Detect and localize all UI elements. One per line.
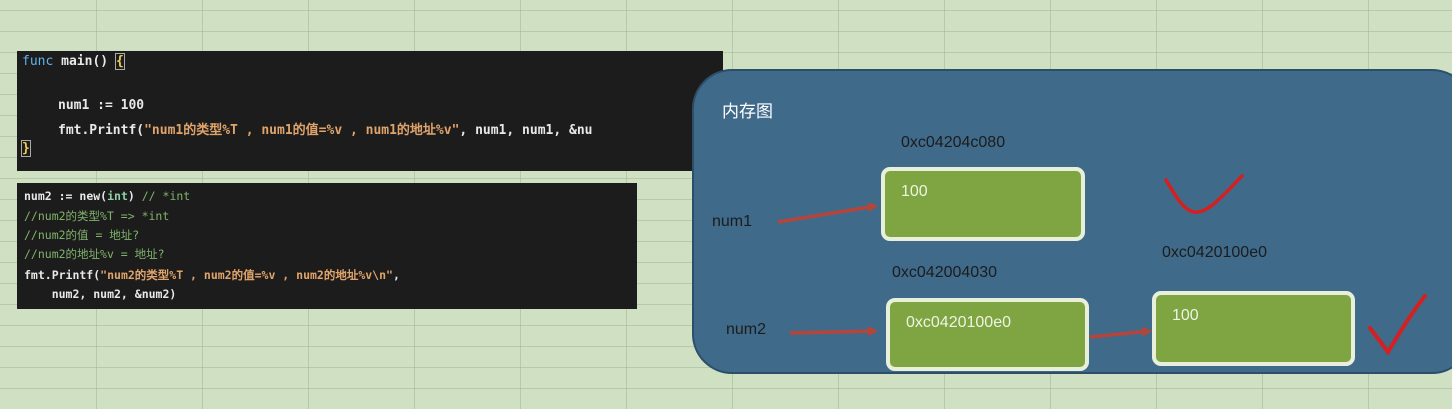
arrow-num1-to-box [777, 202, 878, 224]
check-mark-icon-2 [1368, 294, 1427, 356]
address-num1: 0xc04204c080 [901, 134, 1006, 151]
memory-box-num1: 100 [881, 167, 1085, 241]
memory-box-pointee: 100 [1152, 291, 1355, 366]
arrow-num2-to-pointee [1089, 326, 1152, 339]
code-line-printf-num2: fmt.Printf("num2的类型%T , num2的值=%v , num2… [24, 268, 400, 282]
code-comment-address: //num2的地址%v = 地址? [24, 247, 165, 261]
arrow-num2-to-box [789, 326, 878, 337]
label-num1: num1 [712, 213, 753, 230]
code-comment-value: //num2的值 = 地址? [24, 228, 140, 242]
check-mark-icon [1164, 174, 1244, 214]
address-pointee: 0xc0420100e0 [1162, 244, 1267, 261]
memory-diagram-title: 内存图 [722, 102, 773, 121]
code-line-close-brace: } [21, 140, 31, 157]
code-line-printf-num1: fmt.Printf("num1的类型%T , num1的值=%v , num1… [58, 123, 593, 138]
code-block-num2: num2 := new(int) // *int //num2的类型%T => … [17, 183, 637, 309]
memory-box-num2: 0xc0420100e0 [886, 298, 1089, 371]
code-line-num1-assign: num1 := 100 [58, 98, 145, 113]
code-block-num1: func main() { num1 := 100 fmt.Printf("nu… [17, 51, 723, 171]
code-comment-type: //num2的类型%T => *int [24, 209, 170, 223]
label-num2: num2 [726, 321, 767, 338]
address-num2: 0xc042004030 [892, 264, 997, 281]
code-line-func-main: func main() { [22, 53, 125, 70]
code-line-num2-new: num2 := new(int) // *int [24, 189, 191, 203]
code-line-printf-args: num2, num2, &num2) [24, 287, 177, 301]
